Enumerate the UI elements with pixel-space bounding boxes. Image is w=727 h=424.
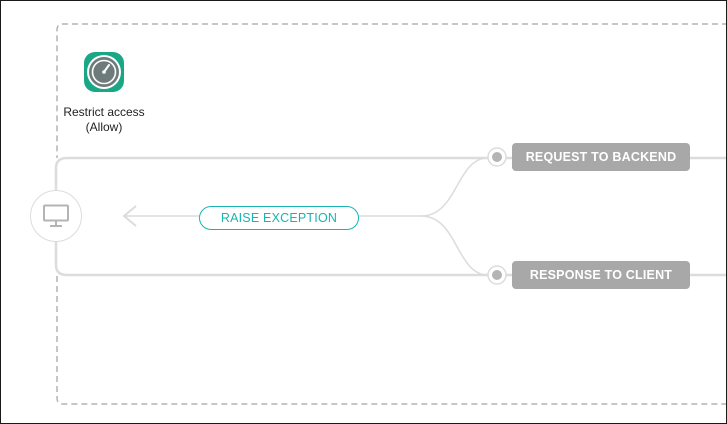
- response-to-client-phase[interactable]: RESPONSE TO CLIENT: [512, 261, 690, 289]
- policy-label: Restrict access (Allow): [56, 105, 152, 135]
- exception-arrow-head: [122, 205, 137, 227]
- exception-branch-top: [420, 157, 489, 217]
- policy-mode: (Allow): [85, 120, 123, 134]
- speedometer-icon[interactable]: [83, 51, 125, 93]
- inbound-pipe: [54, 156, 726, 190]
- policy-name: Restrict access: [63, 105, 145, 119]
- response-connector-dot: [487, 265, 507, 285]
- monitor-icon: [43, 204, 69, 227]
- raise-exception-button[interactable]: RAISE EXCEPTION: [199, 206, 359, 230]
- policy-restrict-access[interactable]: Restrict access (Allow): [56, 51, 152, 135]
- client-node: [30, 190, 82, 242]
- request-connector-dot: [487, 147, 507, 167]
- exception-branch-bottom: [420, 215, 489, 276]
- request-to-backend-phase[interactable]: REQUEST TO BACKEND: [512, 143, 690, 171]
- outbound-pipe: [54, 242, 726, 277]
- scope-dashed-border: [56, 23, 726, 405]
